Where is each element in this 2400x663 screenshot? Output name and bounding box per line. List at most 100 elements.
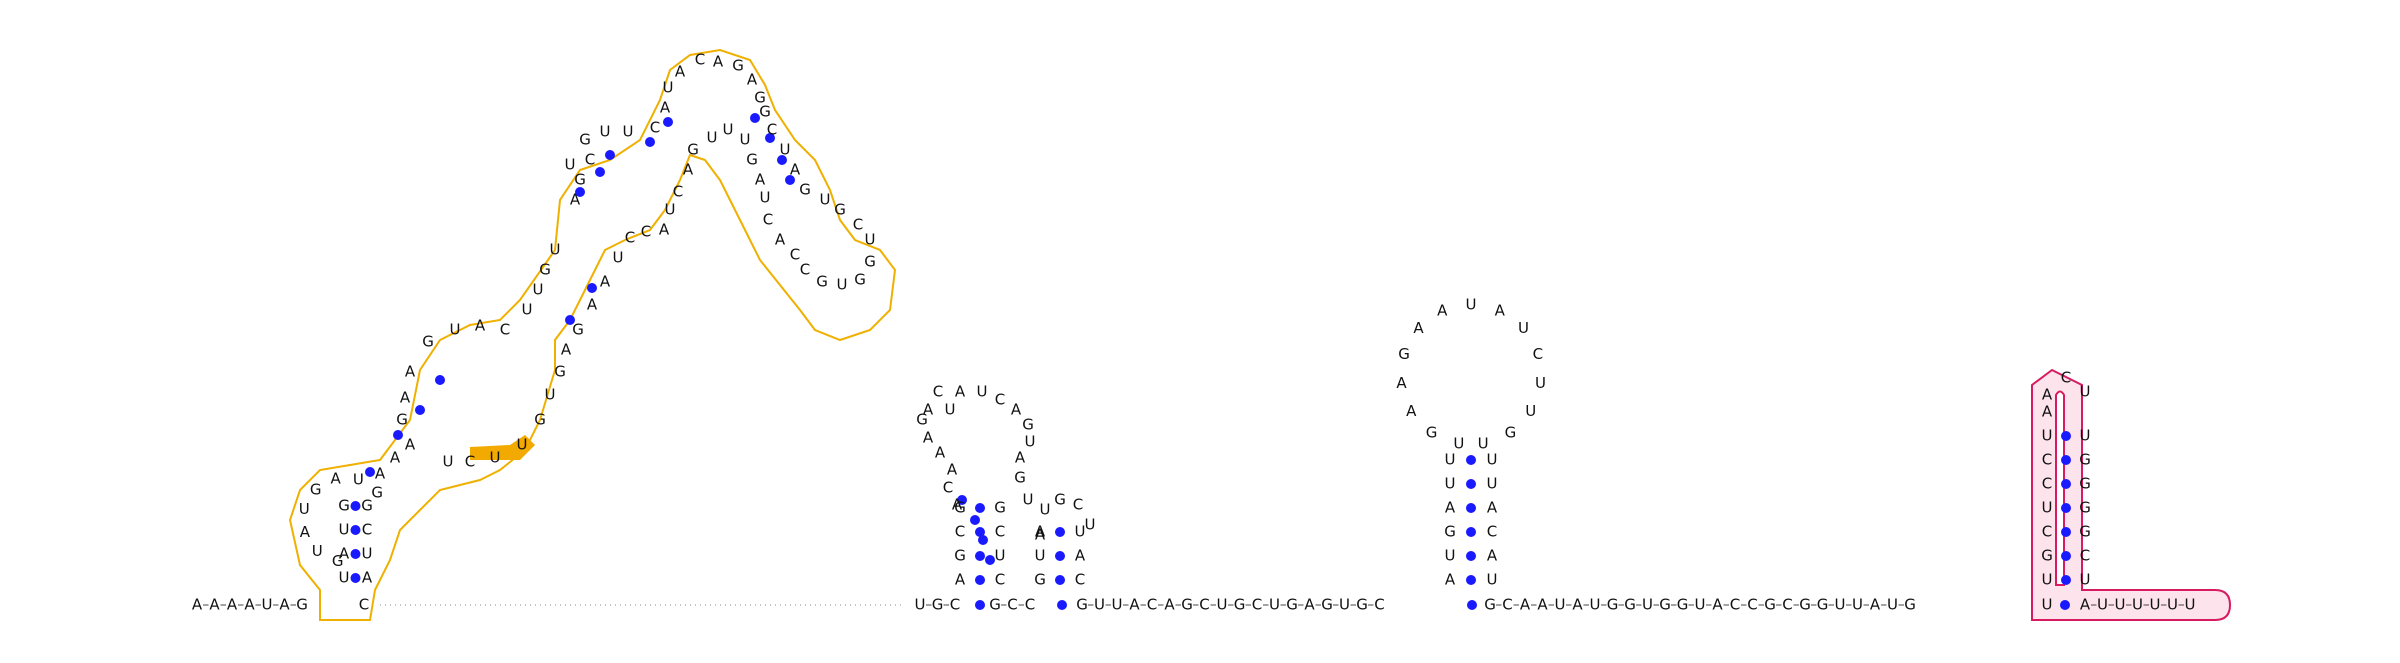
base-pair-dot <box>575 187 585 197</box>
stem-nucleotide: A <box>1487 547 1498 565</box>
base-pair-dot <box>605 150 615 160</box>
stem-nucleotide: A <box>2042 403 2053 421</box>
loop-nucleotide: G <box>332 552 344 570</box>
backbone-nucleotide: G <box>989 596 1001 614</box>
stem-nucleotide: A <box>1075 547 1086 565</box>
stem-nucleotide: C <box>362 521 372 539</box>
stem-nucleotide: U <box>995 547 1006 565</box>
domain1-nucleotide: U <box>820 191 831 209</box>
domain1-nucleotide: C <box>650 119 660 137</box>
tail-nucleotide: U <box>2115 596 2126 614</box>
stem-nucleotide: G <box>994 499 1006 517</box>
domain1-nucleotide: A <box>375 465 386 483</box>
stem-nucleotide: A <box>339 545 350 563</box>
domain1-outline <box>288 48 897 621</box>
base-pair-dot <box>985 555 995 565</box>
loop-nucleotide: U <box>1466 296 1477 314</box>
domain1-nucleotide: U <box>565 156 576 174</box>
domain1-nucleotide: U <box>490 449 501 467</box>
hairpin-a-nucleotide: C <box>943 479 953 497</box>
base-pair-dot <box>970 515 980 525</box>
backbone-nucleotide: C <box>1747 596 1757 614</box>
domain1-nucleotide: U <box>663 79 674 97</box>
loop-nucleotide: U <box>1453 434 1464 452</box>
backbone-nucleotide: C <box>1147 596 1157 614</box>
domain1-nucleotide: U <box>740 131 751 149</box>
domain1-nucleotide: G <box>539 261 551 279</box>
backbone-nucleotide: C <box>1199 596 1209 614</box>
base-pair-dot <box>765 133 775 143</box>
domain1-nucleotide: G <box>687 141 699 159</box>
base-pair-dot <box>975 551 985 561</box>
backbone-nucleotide: U <box>1852 596 1863 614</box>
stem-nucleotide: C <box>1075 571 1085 589</box>
backbone-nucleotide: A <box>1164 596 1175 614</box>
base-pairs <box>350 113 2071 610</box>
domain1-nucleotide: U <box>450 321 461 339</box>
base-pair-dot <box>2060 600 2070 610</box>
backbone-nucleotide: G <box>1484 596 1496 614</box>
hairpin-a-nucleotide: A <box>955 383 966 401</box>
domain1-nucleotide: C <box>673 183 683 201</box>
loop-nucleotide: U <box>1525 402 1536 420</box>
stem-nucleotide: U <box>2080 427 2091 445</box>
stem-nucleotide: C <box>955 523 965 541</box>
backbone-nucleotide: C <box>950 596 960 614</box>
domain2-outline <box>2031 368 2232 621</box>
backbone-nucleotide: G <box>1799 596 1811 614</box>
stem-nucleotide: U <box>2042 571 2053 589</box>
stem-nucleotide: U <box>362 545 373 563</box>
hairpin-b-nucleotide: G <box>1054 491 1066 509</box>
domain1-nucleotide: A <box>561 341 572 359</box>
stem-nucleotide: U <box>2080 571 2091 589</box>
domain1-nucleotide: A <box>600 273 611 291</box>
domain1-nucleotide: A <box>570 191 581 209</box>
domain2-nucleotide: U <box>2080 383 2091 401</box>
domain2-nucleotide: C <box>2061 369 2071 387</box>
backbone-nucleotide: G <box>1624 596 1636 614</box>
stem-nucleotide: G <box>2041 547 2053 565</box>
backbone-nucleotide: G <box>1677 596 1689 614</box>
backbone-nucleotide: U <box>1269 596 1280 614</box>
stem-nucleotide: C <box>995 571 1005 589</box>
backbone-nucleotide: C <box>1007 596 1017 614</box>
backbone-nucleotide: U <box>1695 596 1706 614</box>
stem-nucleotide: U <box>1445 451 1456 469</box>
domain1-nucleotide: U <box>545 386 556 404</box>
domain1-nucleotide: G <box>864 253 876 271</box>
loop-nucleotide: A <box>1396 374 1407 392</box>
base-pair-dot <box>415 405 425 415</box>
base-pair-dot <box>975 575 985 585</box>
stem-nucleotide: U <box>339 569 350 587</box>
domain1-nucleotide: C <box>790 246 800 264</box>
stem-nucleotide: C <box>2080 547 2090 565</box>
base-pair-dot <box>1466 479 1476 489</box>
domain1-nucleotide: C <box>641 223 651 241</box>
domain1-nucleotide: A <box>405 363 416 381</box>
base-pair-dot <box>2061 575 2071 585</box>
domain1-nucleotide: A <box>475 317 486 335</box>
domain1-nucleotide: G <box>834 201 846 219</box>
domain1-nucleotide: U <box>522 301 533 319</box>
stem-nucleotide: U <box>339 521 350 539</box>
loop-nucleotide: U <box>1518 319 1529 337</box>
domain1-nucleotide: G <box>572 321 584 339</box>
domain1-nucleotide: C <box>500 321 510 339</box>
loop-nucleotide: A <box>1406 402 1417 420</box>
base-pair-dot <box>565 315 575 325</box>
base-pair-dot <box>1055 575 1065 585</box>
stem-nucleotide: U <box>1445 547 1456 565</box>
domain1-nucleotide: G <box>422 333 434 351</box>
base-pair-dot <box>2061 479 2071 489</box>
stem-nucleotide: G <box>954 547 966 565</box>
stem-nucleotide: U <box>1487 571 1498 589</box>
backbone-nucleotide: G <box>1607 596 1619 614</box>
backbone-nucleotide: G <box>1356 596 1368 614</box>
hairpin-a-nucleotide: A <box>935 444 946 462</box>
domain1-nucleotide: U <box>723 121 734 139</box>
domain1-nucleotide: C <box>585 151 595 169</box>
domain1-nucleotide: G <box>732 57 744 75</box>
hairpin-a-nucleotide: U <box>1025 433 1036 451</box>
backbone-nucleotide: G <box>1234 596 1246 614</box>
